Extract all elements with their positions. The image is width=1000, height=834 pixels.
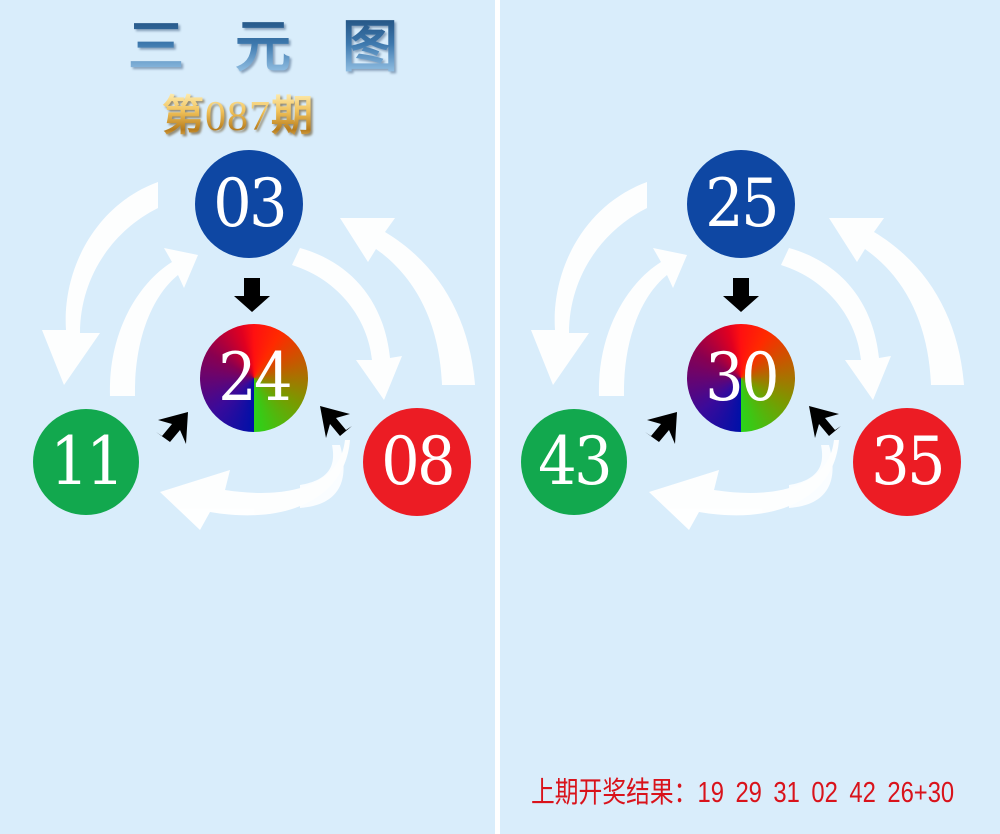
ball-center: 24 <box>200 324 308 432</box>
ball-bottom-left: 11 <box>33 409 139 515</box>
left-panel: 三 元 图 第087期 03 24 11 08 <box>0 0 495 834</box>
right-panel: 25 30 43 35 <box>500 0 1000 834</box>
previous-result-numbers: 19 29 31 02 42 26+30 <box>697 777 955 809</box>
ball-bottom-right: 35 <box>853 408 961 516</box>
ball-center: 30 <box>687 324 795 432</box>
cycle-arrows-icon <box>42 182 475 530</box>
ball-top: 03 <box>195 150 303 258</box>
previous-result-label: 上期开奖结果： <box>531 777 698 809</box>
ball-bottom-left: 43 <box>521 409 627 515</box>
cycle-arrows-icon <box>531 182 964 530</box>
previous-result: 上期开奖结果：19 29 31 02 42 26+30 <box>531 775 954 811</box>
ball-top: 25 <box>687 150 795 258</box>
panel-divider <box>495 0 500 834</box>
ball-bottom-right: 08 <box>363 408 471 516</box>
